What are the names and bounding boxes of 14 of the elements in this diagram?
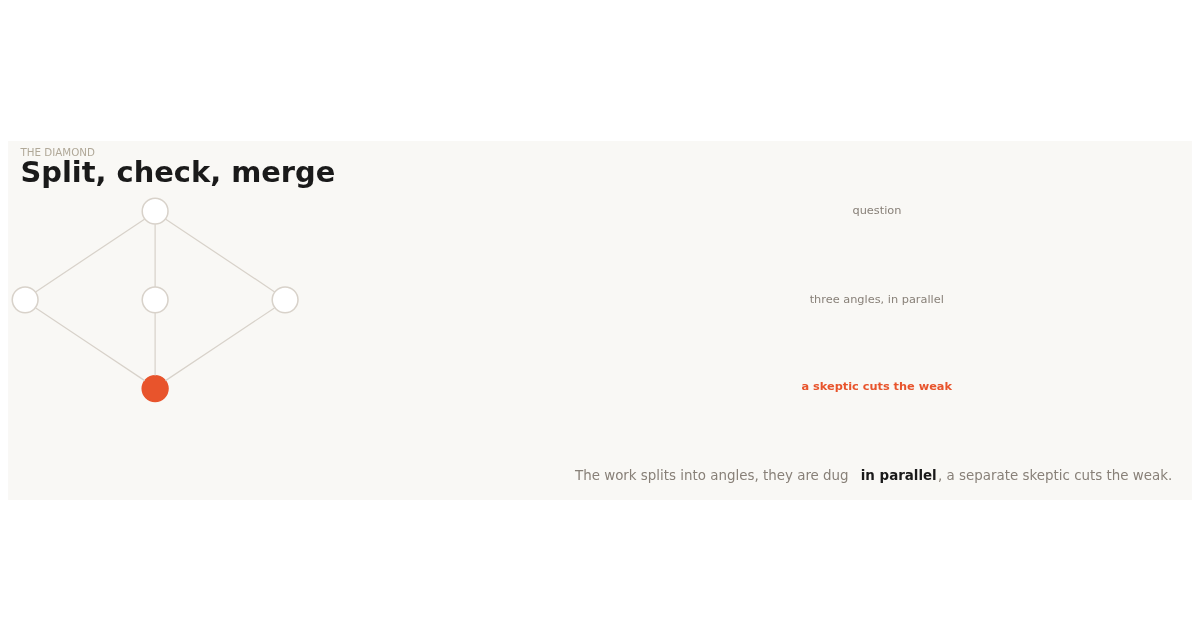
connector xyxy=(35,306,146,381)
connector xyxy=(165,218,276,292)
node-circle xyxy=(11,285,39,314)
node-circle xyxy=(271,285,299,314)
caption: The work splits into angles, they are dug in parallel, a separate skeptic cuts the weak. xyxy=(574,467,1173,483)
node-circle xyxy=(141,374,169,402)
node-circle xyxy=(141,196,169,225)
label: three angles, in parallel xyxy=(809,291,944,306)
label: a skeptic cuts the weak xyxy=(801,378,953,393)
node-circle xyxy=(141,285,169,314)
label: question xyxy=(852,202,902,217)
connector xyxy=(34,218,146,292)
connector xyxy=(164,306,276,381)
label: THE DIAMOND xyxy=(20,145,95,158)
